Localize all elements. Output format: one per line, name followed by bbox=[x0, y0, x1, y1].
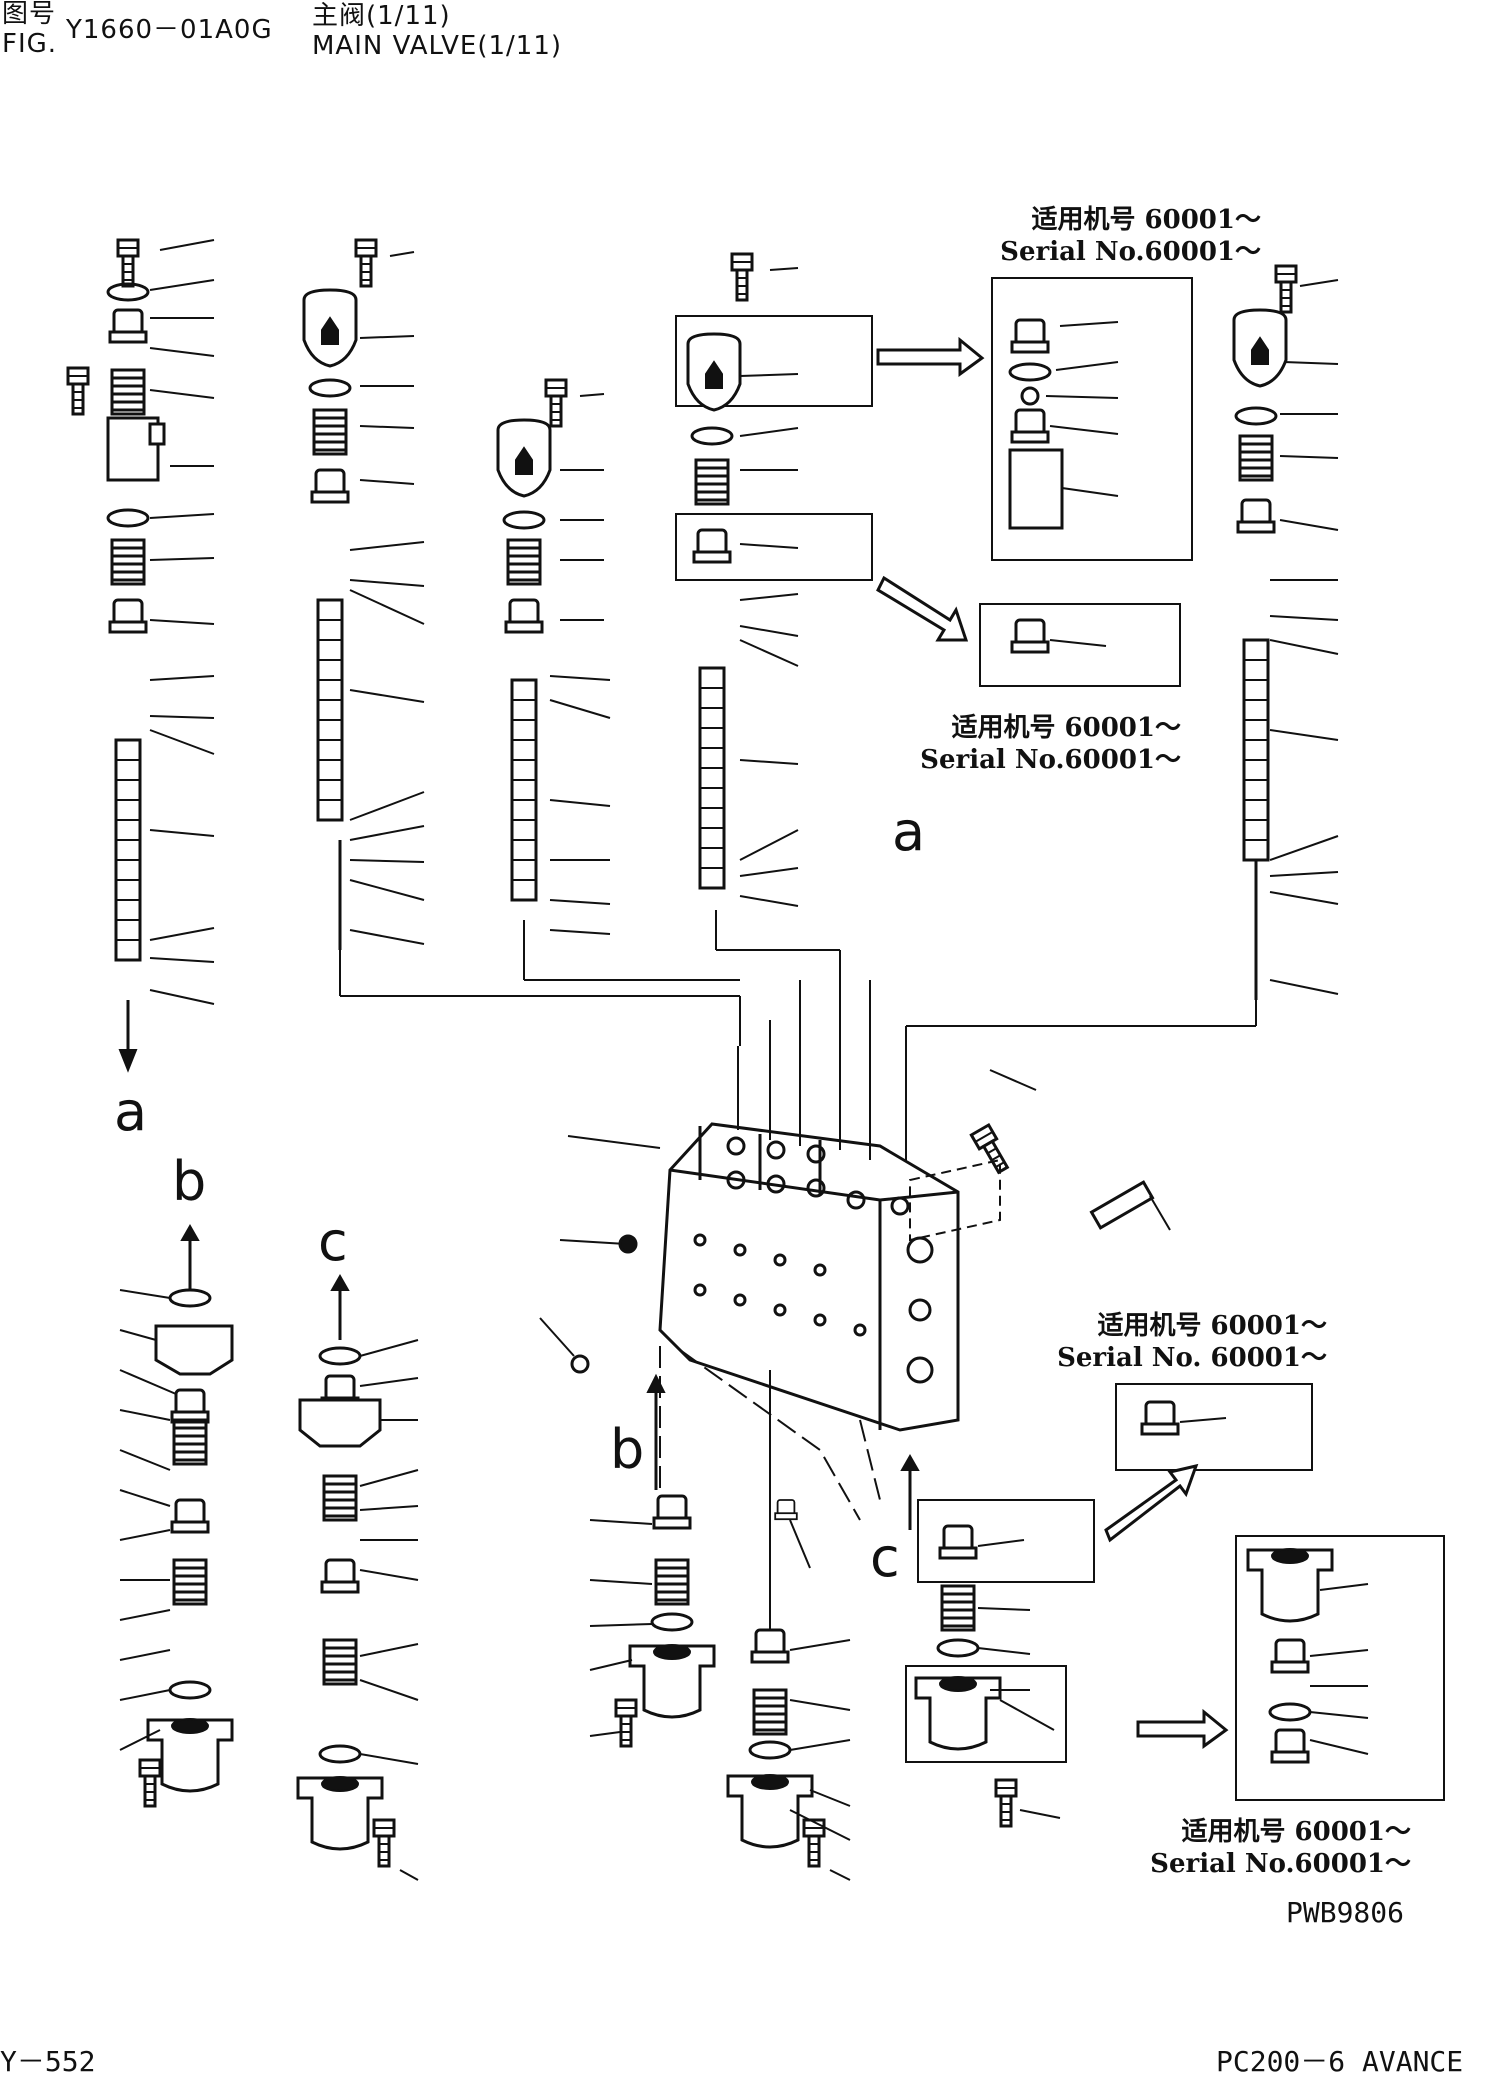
connector-c-bottom: c bbox=[870, 1526, 900, 1589]
title-cn: 主阀(1/11) bbox=[312, 1, 451, 31]
drawing-code: PWB9806 bbox=[1286, 1896, 1405, 1929]
page-number: Y－552 bbox=[0, 2045, 96, 2078]
lower-assembly-right bbox=[900, 1383, 1445, 1828]
connector-c-top: c bbox=[318, 1210, 348, 1273]
spool-assembly-2 bbox=[302, 238, 740, 997]
variant-box-mid bbox=[876, 575, 1181, 687]
serial-note-3-en: Serial No. 60001～ bbox=[1057, 1343, 1327, 1373]
connector-b-top: b bbox=[172, 1150, 207, 1213]
serial-note-1-en: Serial No.60001～ bbox=[1000, 237, 1261, 267]
lower-assembly-b bbox=[119, 1223, 234, 1808]
connector-b-bottom: b bbox=[610, 1418, 645, 1481]
fig-number: Y1660－01A0G bbox=[66, 15, 273, 45]
spool-assembly-5 bbox=[905, 264, 1339, 1180]
serial-note-2-cn: 适用机号 60001～ bbox=[951, 713, 1181, 743]
connector-a-right: a bbox=[892, 800, 926, 863]
model-name: PC200－6 AVANCE bbox=[1216, 2045, 1464, 2078]
serial-note-3-cn: 适用机号 60001～ bbox=[1097, 1311, 1327, 1341]
serial-note-1-cn: 适用机号 60001～ bbox=[1031, 205, 1261, 235]
spool-assembly-1 bbox=[66, 238, 215, 1073]
lower-assembly-c bbox=[296, 1273, 419, 1881]
serial-note-4: 适用机号 60001～ Serial No.60001～ bbox=[1150, 1816, 1411, 1880]
lower-assembly-mid bbox=[589, 1370, 851, 1881]
serial-note-2-en: Serial No.60001～ bbox=[920, 745, 1181, 775]
main-valve-body bbox=[539, 960, 1171, 1521]
fig-label-cn: 图号 bbox=[2, 0, 57, 29]
serial-note-4-en: Serial No.60001～ bbox=[1150, 1849, 1411, 1879]
connector-a-bottom: a bbox=[114, 1080, 148, 1143]
fig-label-en: FIG. bbox=[2, 29, 58, 59]
serial-note-2: 适用机号 60001～ Serial No.60001～ bbox=[920, 712, 1181, 776]
serial-note-3: 适用机号 60001～ Serial No. 60001～ bbox=[1057, 1310, 1327, 1374]
variant-box-top bbox=[876, 277, 1193, 561]
spool-assembly-4 bbox=[675, 252, 873, 968]
spool-assembly-3 bbox=[496, 378, 740, 981]
serial-note-4-cn: 适用机号 60001～ bbox=[1181, 1817, 1411, 1847]
serial-note-1: 适用机号 60001～ Serial No.60001～ bbox=[1000, 204, 1261, 268]
title-en: MAIN VALVE(1/11) bbox=[312, 31, 563, 61]
